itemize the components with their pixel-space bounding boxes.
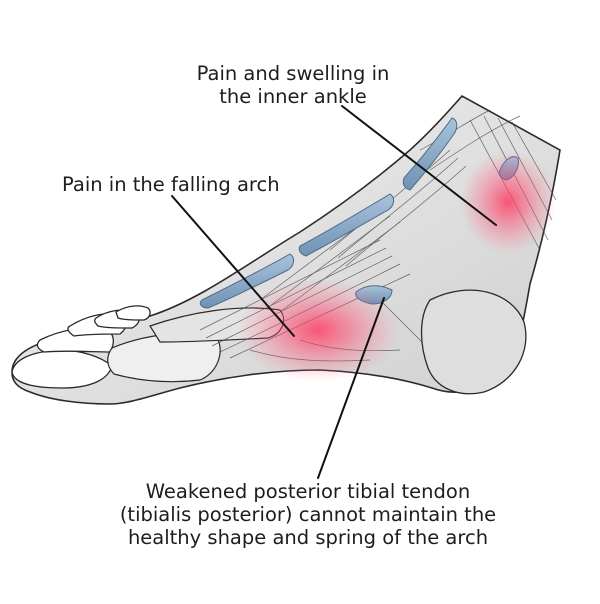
leader-line-tendon (317, 297, 385, 479)
label-line: Pain in the falling arch (62, 173, 280, 196)
arch-pain-glow (236, 278, 400, 382)
label-line: Pain and swelling in (196, 62, 390, 85)
leader-lines (171, 105, 497, 479)
toes (11, 305, 151, 389)
label-line: (tibialis posterior) cannot maintain the (119, 503, 497, 526)
label-inner-ankle-pain: Pain and swelling in the inner ankle (182, 62, 404, 108)
label-line: the inner ankle (219, 85, 367, 108)
leader-line-falling-arch (171, 195, 295, 337)
label-line: healthy shape and spring of the arch (127, 526, 489, 549)
label-falling-arch-pain: Pain in the falling arch (62, 173, 284, 196)
label-weakened-tendon: Weakened posterior tibial tendon (tibial… (112, 480, 504, 549)
leader-line-inner-ankle (341, 105, 497, 226)
label-line: Weakened posterior tibial tendon (145, 480, 471, 503)
ankle-pain-glow (460, 150, 556, 254)
heel (420, 289, 527, 395)
